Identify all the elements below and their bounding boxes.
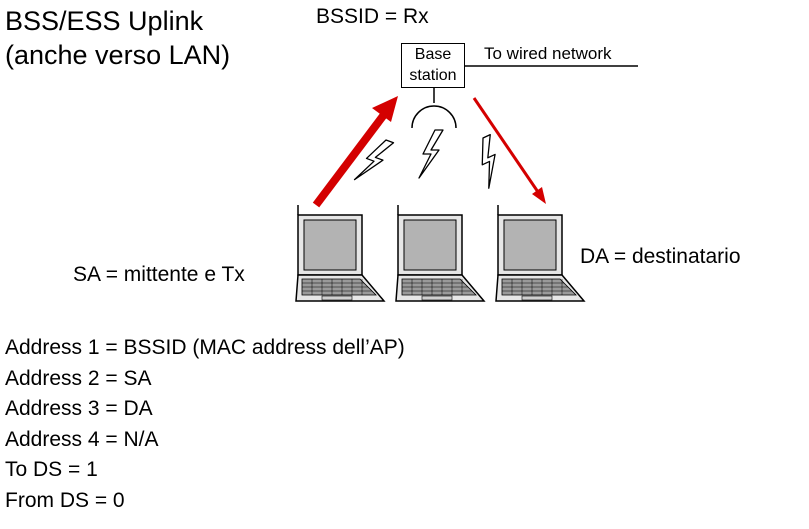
laptop-icon-middle bbox=[395, 204, 485, 302]
laptop-icon-destination bbox=[495, 204, 585, 302]
wired-network-label: To wired network bbox=[484, 44, 612, 63]
base-station-line-1: Base bbox=[414, 46, 452, 63]
slide-title: BSS/ESS Uplink (anche verso LAN) bbox=[5, 4, 230, 72]
to-ds: To DS = 1 bbox=[5, 458, 98, 481]
address-2: Address 2 = SA bbox=[5, 366, 152, 390]
laptop-icon-sender bbox=[295, 204, 385, 302]
uplink-arrow-icon bbox=[312, 96, 398, 208]
sa-label: SA = mittente e Tx bbox=[73, 263, 245, 286]
lightning-icon bbox=[418, 129, 444, 179]
da-label: DA = destinatario bbox=[580, 245, 741, 268]
address-4: Address 4 = N/A bbox=[5, 427, 159, 451]
base-station-box: Base station bbox=[401, 43, 465, 88]
title-line-1: BSS/ESS Uplink bbox=[5, 6, 204, 36]
address-1: Address 1 = BSSID (MAC address dell’AP) bbox=[5, 336, 405, 359]
address-list: Address 1 = BSSID (MAC address dell’AP) … bbox=[5, 333, 405, 516]
from-ds: From DS = 0 bbox=[5, 488, 125, 512]
title-line-2: (anche verso LAN) bbox=[5, 40, 231, 70]
base-station-line-2: station bbox=[409, 67, 457, 84]
bssid-label: BSSID = Rx bbox=[316, 5, 429, 28]
downlink-arrow-icon bbox=[472, 97, 546, 204]
address-3: Address 3 = DA bbox=[5, 397, 153, 420]
antenna-icon bbox=[411, 88, 457, 129]
